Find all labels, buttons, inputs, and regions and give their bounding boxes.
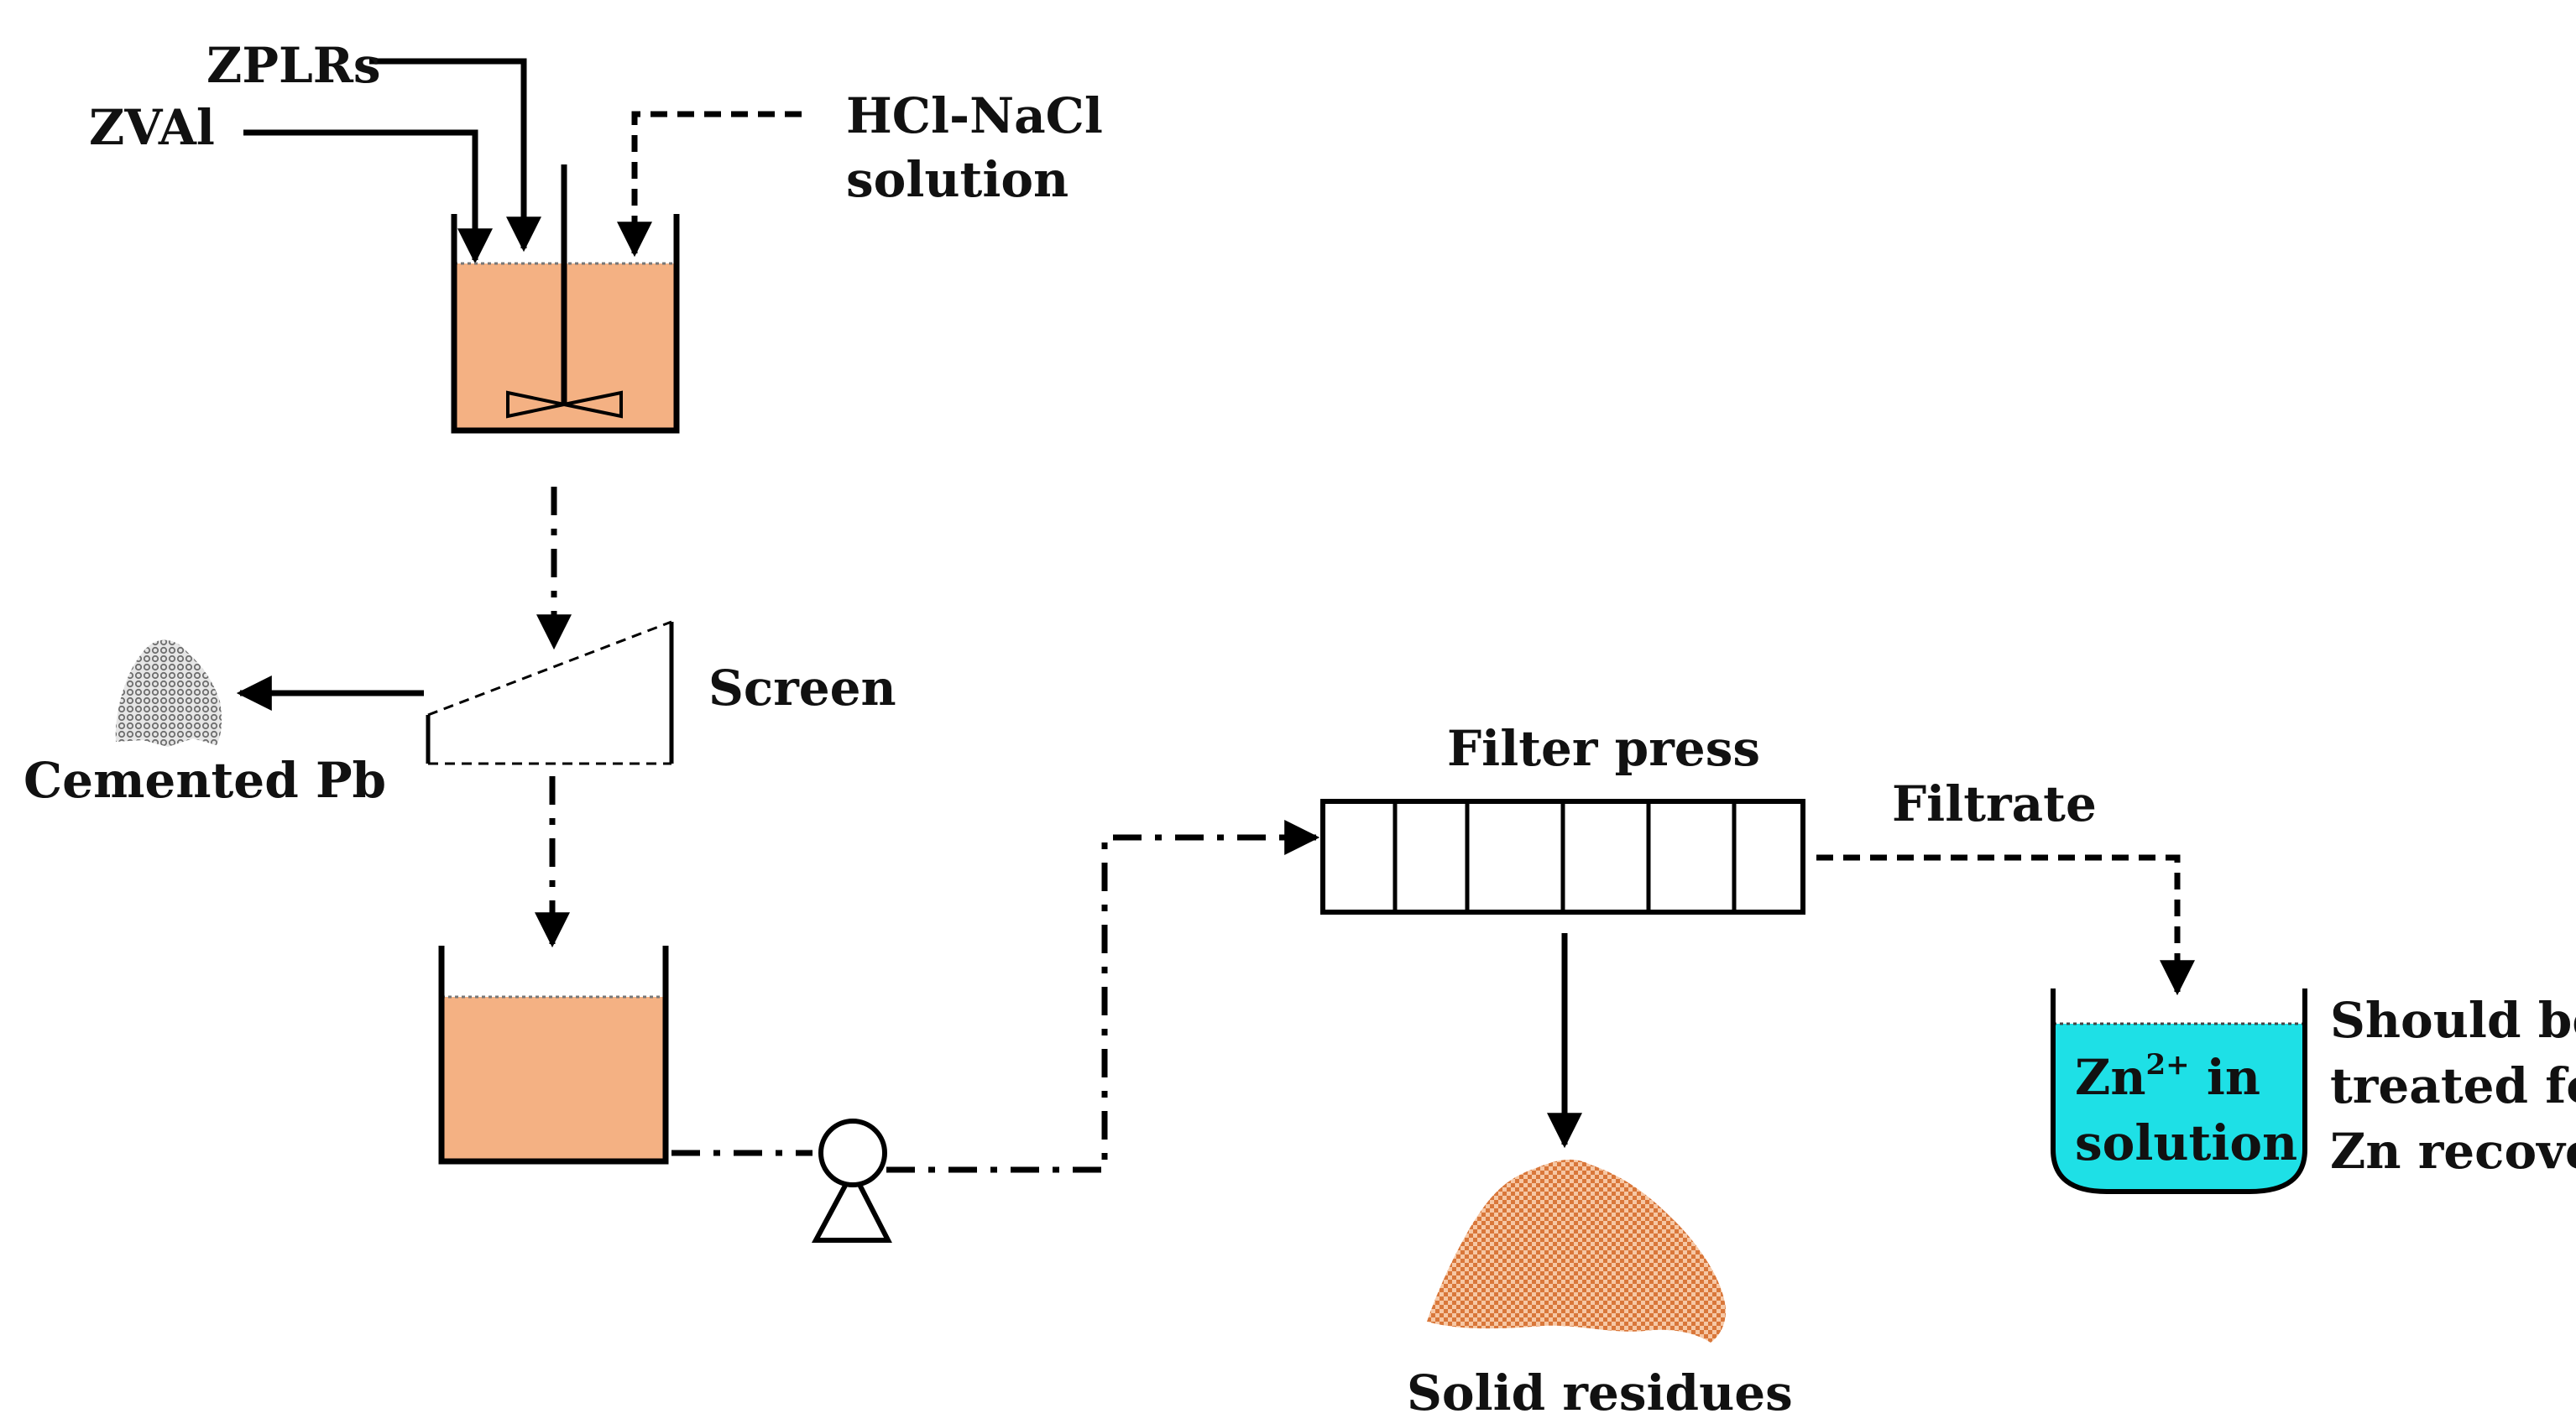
hcl-nacl-feed-line [617,111,802,258]
solid-residues-pile-icon [1427,1159,1727,1343]
holding-tank-slurry [442,997,666,1161]
note-line-3: Zn recovery [2330,1123,2576,1180]
zplrs-feed-line [369,58,541,253]
solid-residues-label: Solid residues [1407,1364,1793,1421]
screen-unit [426,620,674,765]
zval-feed-line [243,129,493,264]
zn-solution-label: solution [2075,1114,2297,1171]
zplrs-label: ZPLRs [206,37,381,94]
note-line-2: treated for [2330,1057,2576,1114]
zval-label: ZVAl [89,99,215,156]
cemented-pb-label: Cemented Pb [24,752,386,809]
zn-ion-label: Zn2+ in [2075,1048,2260,1106]
note-line-1: Should be [2330,992,2576,1049]
zn-ion-charge: 2+ [2146,1048,2190,1082]
stirrer-icon [506,164,623,419]
zn-solution-tank [2051,988,2307,1194]
zn-ion-base: Zn [2075,1049,2146,1106]
filter-press [1320,799,1805,915]
hcl-solution-label: solution [846,151,1069,208]
zn-ion-rest: in [2190,1049,2260,1106]
cemented-pb-pile-icon [115,639,222,747]
filtrate-label: Filtrate [1892,775,2097,832]
pump-icon [811,1119,892,1243]
filter-press-label: Filter press [1447,720,1760,777]
pump-to-filter-line [886,820,1320,1173]
filtrate-line [1816,854,2195,996]
hcl-nacl-label: HCl-NaCl [846,87,1103,144]
holding-tank [438,946,669,1165]
screen-label: Screen [708,660,896,717]
